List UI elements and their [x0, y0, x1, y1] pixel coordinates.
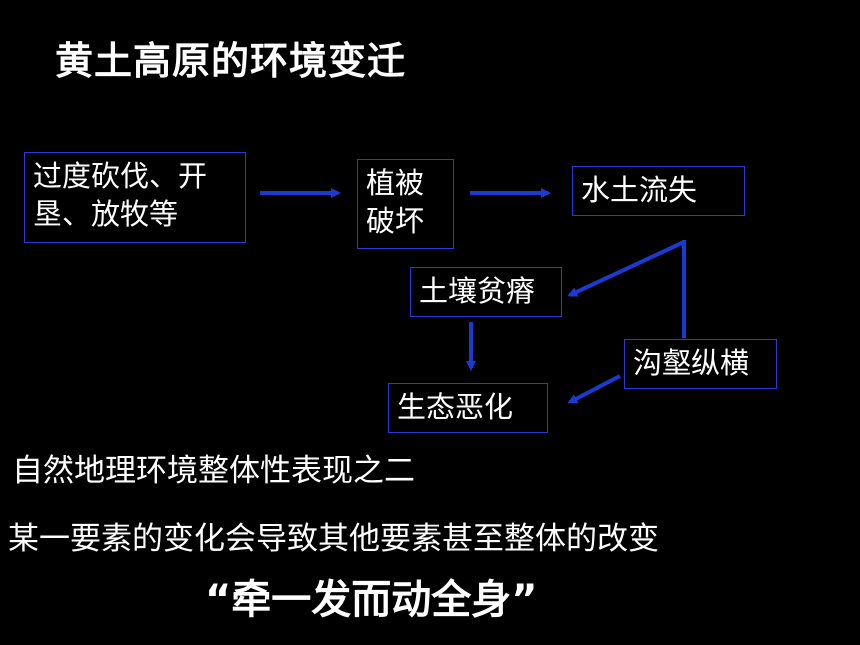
node-gully-label: 沟壑纵横: [633, 346, 750, 380]
statement-line-1: 自然地理环境整体性表现之二: [12, 453, 415, 489]
node-ecology: 生态恶化: [388, 383, 548, 433]
node-gully: 沟壑纵横: [624, 339, 777, 389]
node-vegetation-line-1: 植被: [366, 166, 425, 200]
node-cause-line-2: 垦、放牧等: [33, 197, 179, 231]
node-erosion-label: 水土流失: [581, 173, 698, 207]
arrow-gully-to-ecology: [567, 374, 621, 404]
node-soil: 土壤贫瘠: [410, 267, 562, 317]
node-cause-line-1: 过度砍伐、开: [33, 159, 208, 193]
node-cause: 过度砍伐、开 垦、放牧等: [24, 152, 246, 243]
page-title: 黄土高原的环境变迁: [55, 39, 407, 83]
node-vegetation: 植被 破坏: [357, 159, 454, 249]
slogan: “牵一发而动全身”: [205, 577, 538, 623]
node-erosion: 水土流失: [572, 166, 745, 216]
node-soil-label: 土壤贫瘠: [419, 274, 536, 308]
node-vegetation-line-2: 破坏: [366, 204, 425, 238]
node-ecology-label: 生态恶化: [397, 390, 514, 424]
arrow-erosion-to-soil: [567, 240, 685, 297]
statement-line-2: 某一要素的变化会导致其他要素甚至整体的改变: [8, 521, 659, 557]
